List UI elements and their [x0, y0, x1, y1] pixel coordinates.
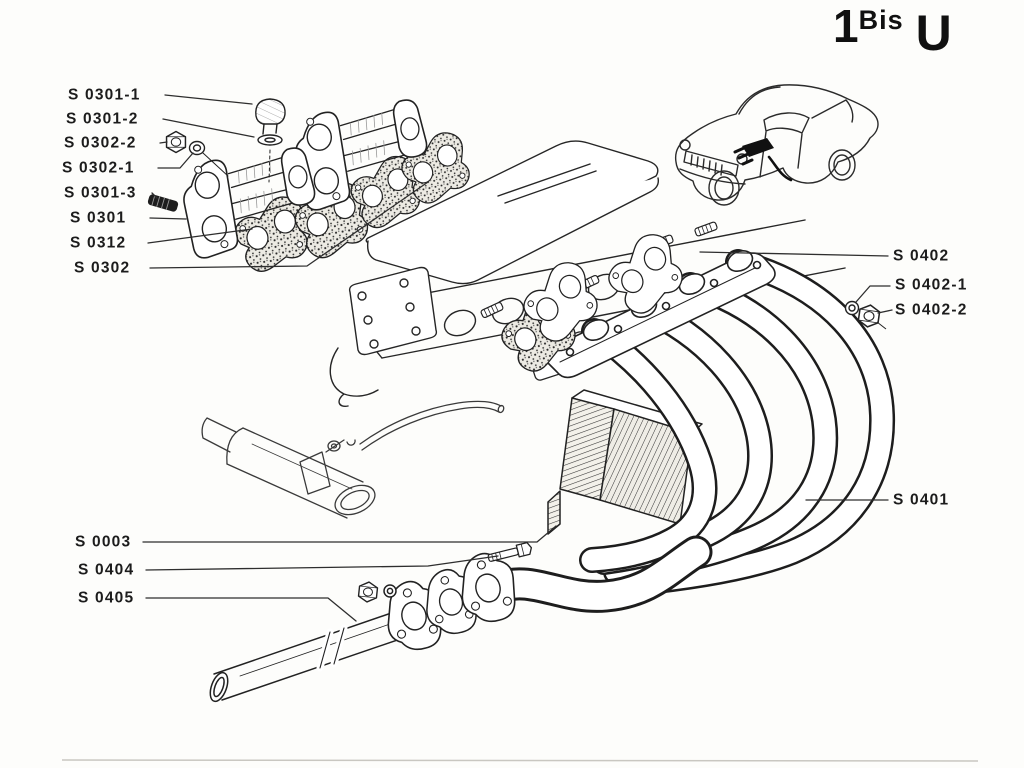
part-label-s-0301-2: S 0301-2	[66, 110, 139, 128]
front-pipe-drawing	[209, 541, 532, 703]
car-engine-hatch-marks	[733, 146, 754, 166]
engine-end-plate	[348, 266, 438, 356]
valve-cover-ridge-lines	[497, 163, 597, 204]
part-label-s-0003: S 0003	[75, 533, 132, 551]
engine-sump-outline	[329, 347, 379, 408]
head-stud	[479, 301, 505, 319]
car-grille	[683, 150, 739, 177]
part-label-s-0404: S 0404	[78, 561, 135, 579]
header-washer-drawing	[844, 300, 860, 316]
manifold-nut-drawing	[165, 130, 187, 154]
plug-washer-drawing	[257, 134, 283, 183]
leader-s-0302-2	[159, 141, 168, 144]
header-collector-pipe	[475, 535, 713, 613]
part-label-s-0402: S 0402	[893, 247, 950, 265]
part-label-s-0401: S 0401	[893, 491, 950, 509]
car-location-illustration	[674, 84, 879, 206]
leader-s-0301-3	[151, 192, 158, 199]
car-rear-wheel	[828, 149, 856, 181]
part-label-s-0405: S 0405	[78, 589, 135, 607]
leader-s-0402-1	[855, 285, 891, 303]
plate-code-number: 1	[833, 0, 859, 52]
leader-s-0402	[699, 251, 889, 257]
flange-washer-drawing	[383, 584, 397, 598]
leader-s-0301	[149, 217, 187, 220]
part-label-s-0301-3: S 0301-3	[64, 184, 137, 202]
car-windshield	[738, 86, 810, 134]
leader-s-0301-2	[162, 118, 255, 138]
leader-lines	[142, 94, 893, 622]
head-top-edge	[364, 219, 806, 306]
muffler-drawing	[201, 400, 505, 519]
head-stud	[693, 220, 719, 238]
head-port	[443, 309, 477, 337]
intake-gasket-drawing	[230, 193, 312, 275]
leader-s-0404	[145, 555, 499, 571]
part-label-s-0301: S 0301	[70, 209, 127, 227]
plate-code-letter: U	[915, 5, 952, 61]
part-label-s-0302: S 0302	[74, 259, 131, 277]
leader-s-0405	[145, 597, 357, 622]
part-label-s-0312: S 0312	[70, 234, 127, 252]
flange-bolt-drawing	[487, 541, 532, 562]
manifold-stud-drawing	[147, 194, 179, 212]
manifold-washer-drawing	[188, 140, 229, 177]
page-scan-line	[61, 759, 979, 762]
car-headlight-left	[679, 139, 691, 151]
part-label-s-0402-1: S 0402-1	[895, 276, 968, 294]
flange-nut-drawing	[357, 580, 379, 604]
leader-s-0402-2	[877, 309, 893, 314]
car-rear-window	[811, 99, 854, 123]
part-label-s-0302-1: S 0302-1	[62, 159, 135, 177]
header-washer-nut-drawing	[844, 300, 887, 330]
leader-s-0003	[142, 525, 557, 543]
car-body-outline	[674, 84, 879, 201]
plate-code-suffix: Bis	[858, 5, 904, 35]
leader-s-0301-1	[164, 94, 253, 105]
car-front-wheel	[708, 170, 740, 206]
car-engine-highlight	[742, 138, 774, 157]
exhaust-header-drawing	[475, 249, 896, 613]
part-label-s-0301-1: S 0301-1	[68, 86, 141, 104]
plate-code: 1 Bis U	[833, 0, 983, 61]
intake-manifold-drawing	[147, 98, 475, 275]
car-exhaust-route-line	[767, 155, 793, 182]
car-bumper	[679, 168, 746, 185]
leader-s-0302-1	[157, 152, 194, 169]
valve-cover-front	[366, 177, 660, 285]
front-pipe-tube	[213, 608, 413, 701]
leader-s-0312	[147, 228, 253, 244]
intake-plug-drawing	[255, 98, 286, 135]
part-label-s-0302-2: S 0302-2	[64, 134, 137, 152]
leader-s-0302	[149, 181, 429, 269]
part-label-s-0402-2: S 0402-2	[895, 301, 968, 319]
